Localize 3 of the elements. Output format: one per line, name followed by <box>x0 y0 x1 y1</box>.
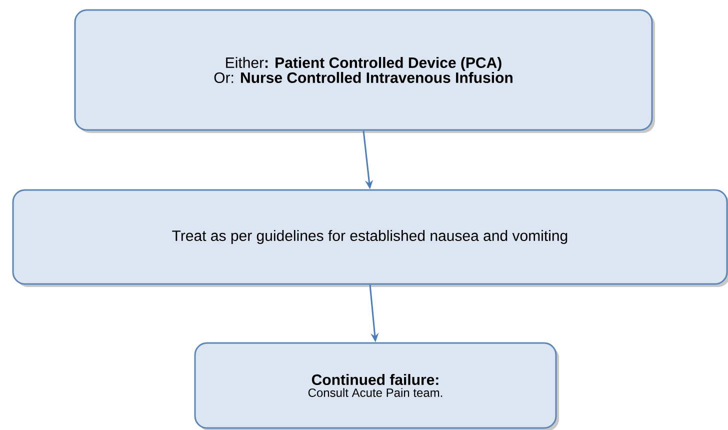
process-box: Continued failure: Consult Acute Pain team. <box>194 342 557 429</box>
process-box: Treat as per guidelines for established nausea and vomiting <box>12 189 728 285</box>
process-box: Either: Patient Controlled Device (PCA) Or: Nurse Controlled Intravenous Infusion <box>74 9 653 131</box>
